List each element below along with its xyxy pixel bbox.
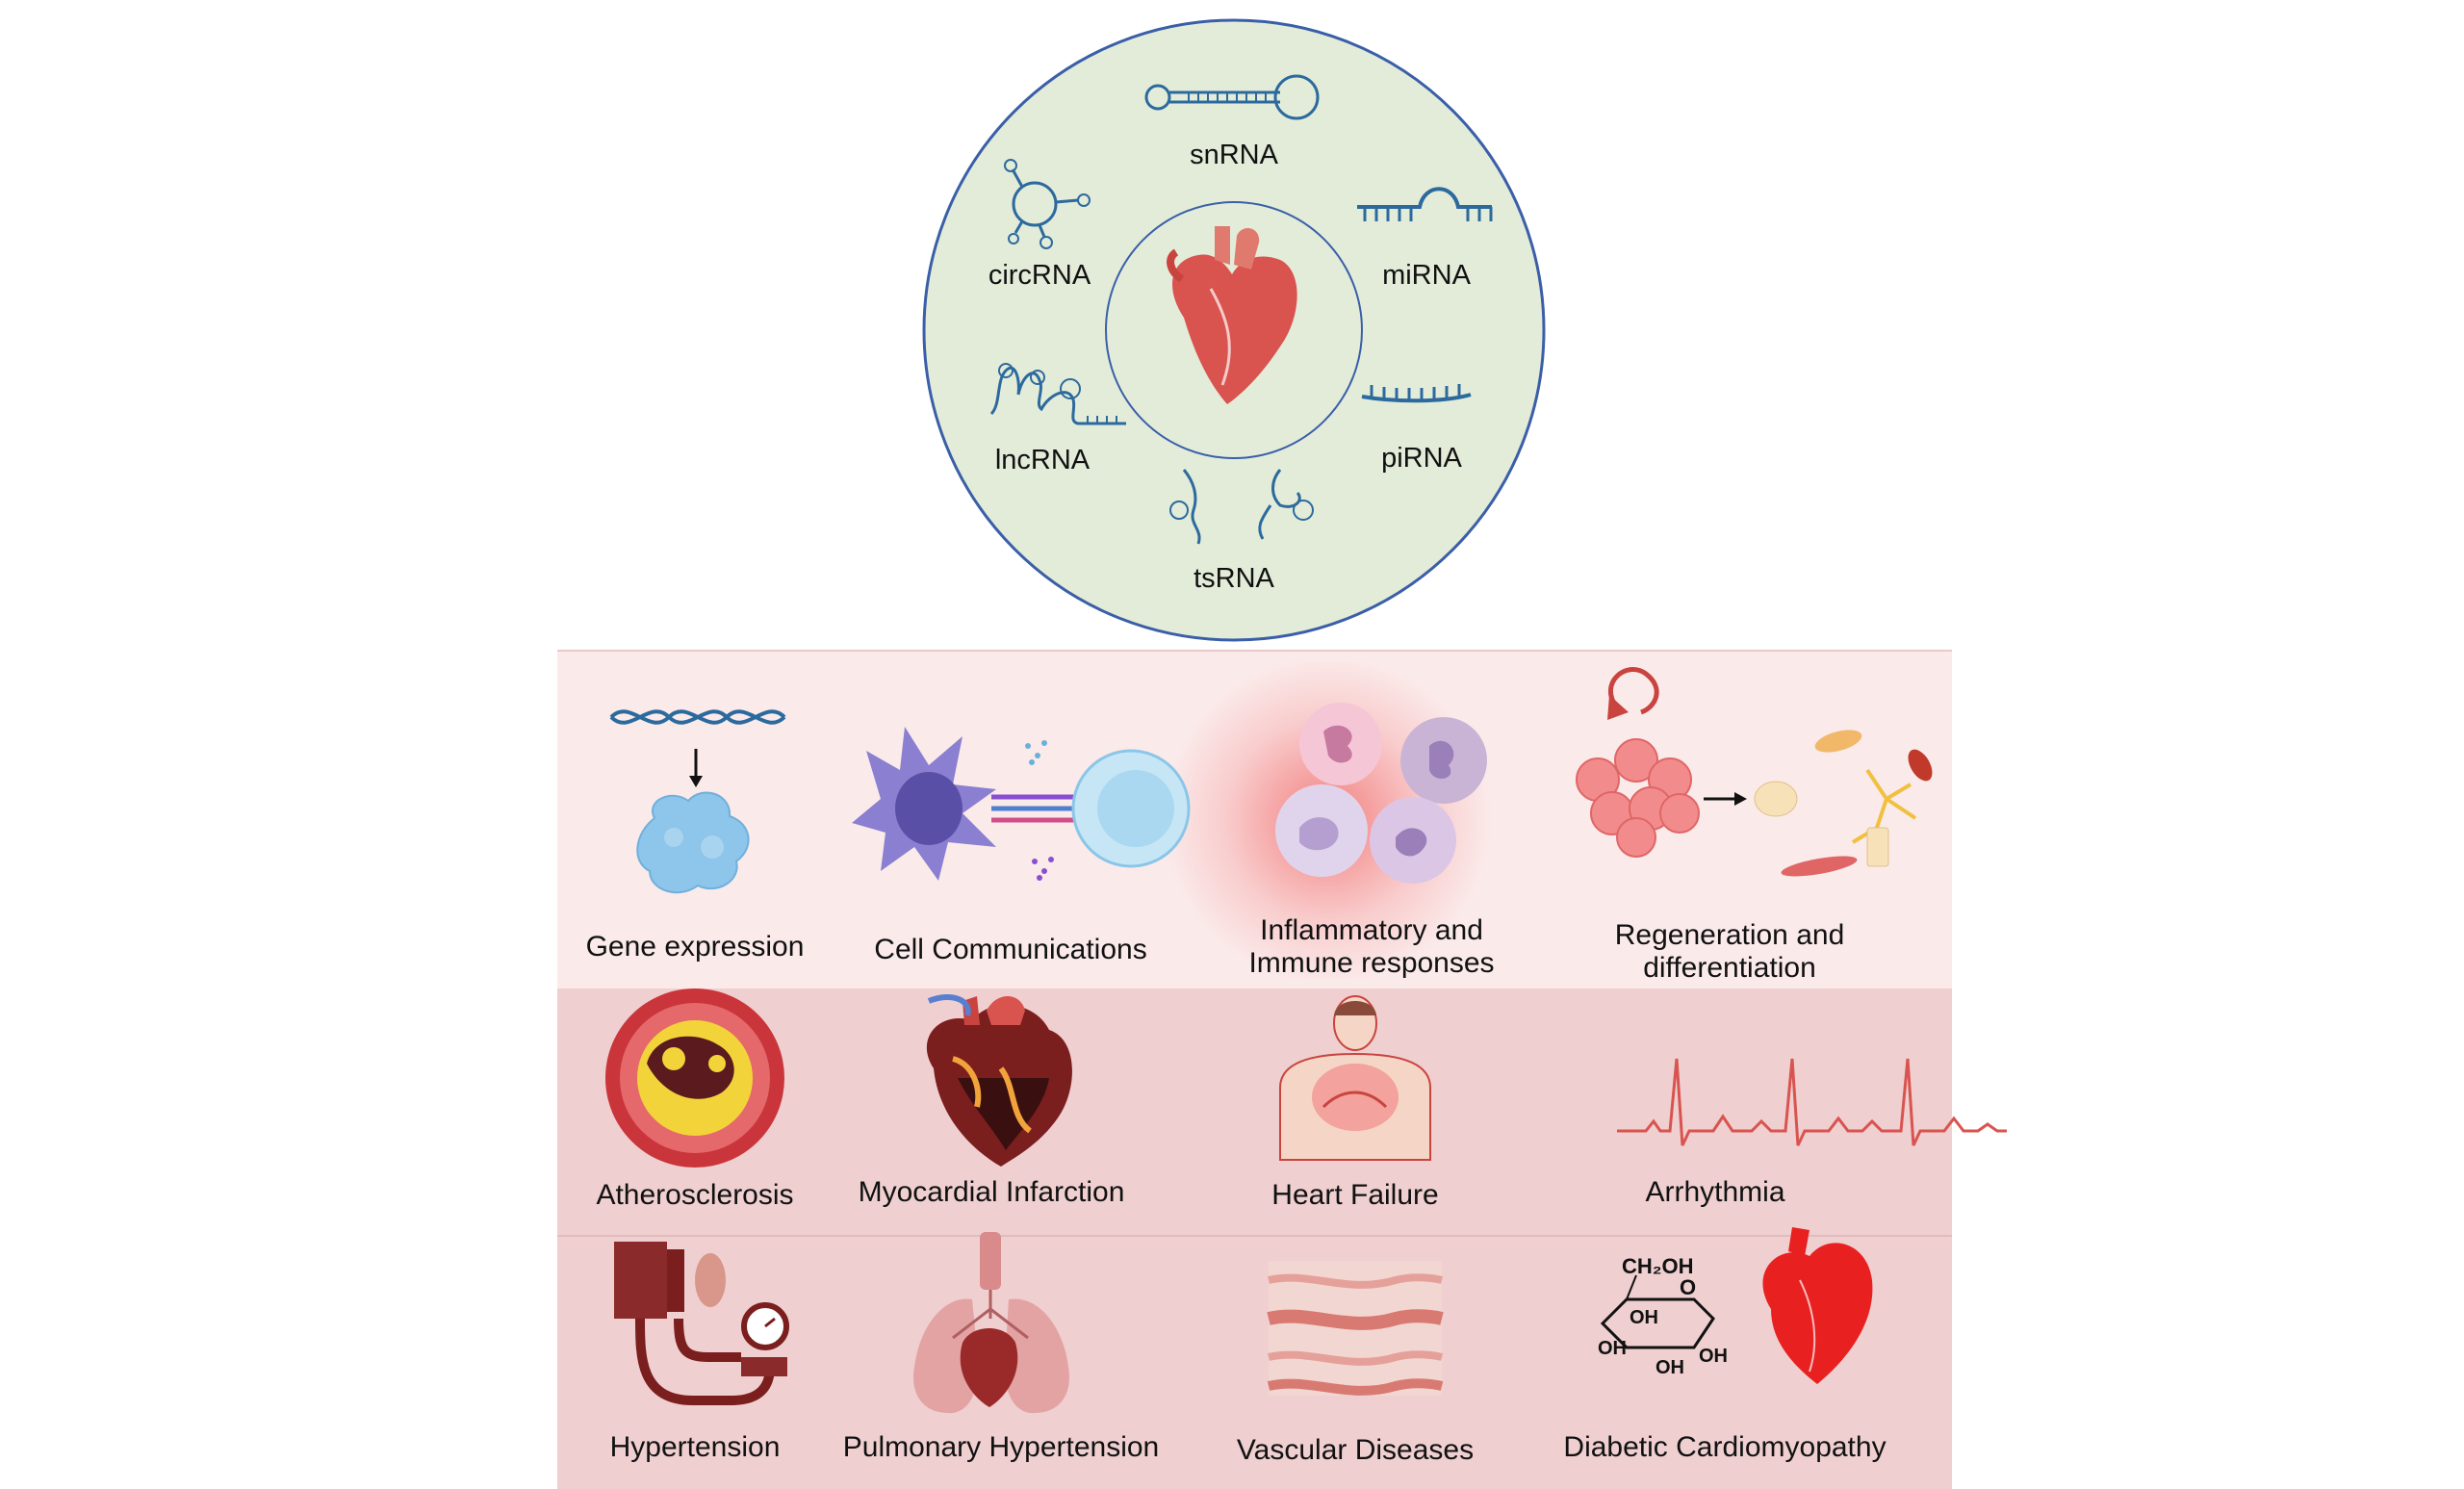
disease-row-divider [557,1235,1952,1237]
snrna-label: snRNA [1190,140,1278,170]
heart-failure-label: Heart Failure [1271,1179,1439,1211]
cell-communications-label: Cell Communications [874,934,1147,965]
hypertension-label: Hypertension [609,1431,781,1463]
glucose-oh-label-4: OH [1699,1346,1728,1367]
glucose-oh-label-2: OH [1598,1338,1627,1359]
atherosclerosis-label: Atherosclerosis [596,1179,794,1211]
arrhythmia-label: Arrhythmia [1645,1176,1785,1208]
mirna-label: miRNA [1382,260,1471,291]
myocardial-infarction-label: Myocardial Infarction [858,1176,1125,1208]
glucose-oh-label-3: OH [1656,1357,1684,1378]
circrna-label: circRNA [988,260,1091,291]
glucose-ch2oh-label: CH₂OH [1622,1254,1694,1278]
pulmonary-hypertension-label: Pulmonary Hypertension [842,1431,1160,1463]
inflammatory-label-line2: Immune responses [1248,947,1495,979]
tsrna-label: tsRNA [1194,563,1274,594]
glucose-oh-label-1: OH [1630,1307,1658,1328]
regeneration-label-line1: Regeneration and [1614,919,1845,951]
diseases-panel [557,988,1952,1489]
regeneration-label-line2: differentiation [1643,952,1816,984]
gene-expression-label: Gene expression [585,931,805,963]
pirna-label: piRNA [1381,443,1462,474]
lncrna-label: lncRNA [994,445,1091,475]
glucose-ring-o-label: O [1680,1275,1697,1299]
vascular-diseases-label: Vascular Diseases [1236,1434,1475,1466]
inflammatory-label-line1: Inflammatory and [1260,914,1483,946]
diabetic-cardiomyopathy-label: Diabetic Cardiomyopathy [1563,1431,1886,1463]
